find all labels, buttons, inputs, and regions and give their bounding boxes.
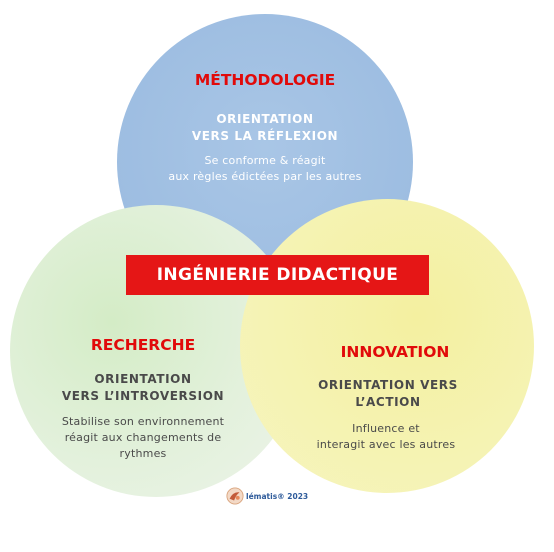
center-banner: INGÉNIERIE DIDACTIQUE (126, 255, 429, 295)
innovation-circle (240, 199, 534, 493)
innovation-orientation: ORIENTATION VERS L’ACTION (318, 378, 458, 409)
credit: lématis® 2023 (226, 486, 308, 506)
recherche-title: RECHERCHE (90, 336, 196, 354)
innovation-description: Influence et interagit avec les autres (316, 422, 456, 451)
methodologie-title: MÉTHODOLOGIE (194, 71, 336, 89)
center-banner-label: INGÉNIERIE DIDACTIQUE (156, 265, 399, 285)
credit-text: lématis® 2023 (246, 491, 309, 501)
methodologie-description: Se conforme & réagit aux règles édictées… (168, 154, 362, 183)
recherche-orientation: ORIENTATION VERS L’INTROVERSION (61, 372, 225, 403)
innovation-title: INNOVATION (340, 343, 450, 361)
methodologie-orientation: ORIENTATION VERS LA RÉFLEXION (191, 112, 339, 143)
recherche-description: Stabilise son environnement réagit aux c… (61, 415, 225, 460)
lematis-logo-icon (226, 487, 244, 505)
